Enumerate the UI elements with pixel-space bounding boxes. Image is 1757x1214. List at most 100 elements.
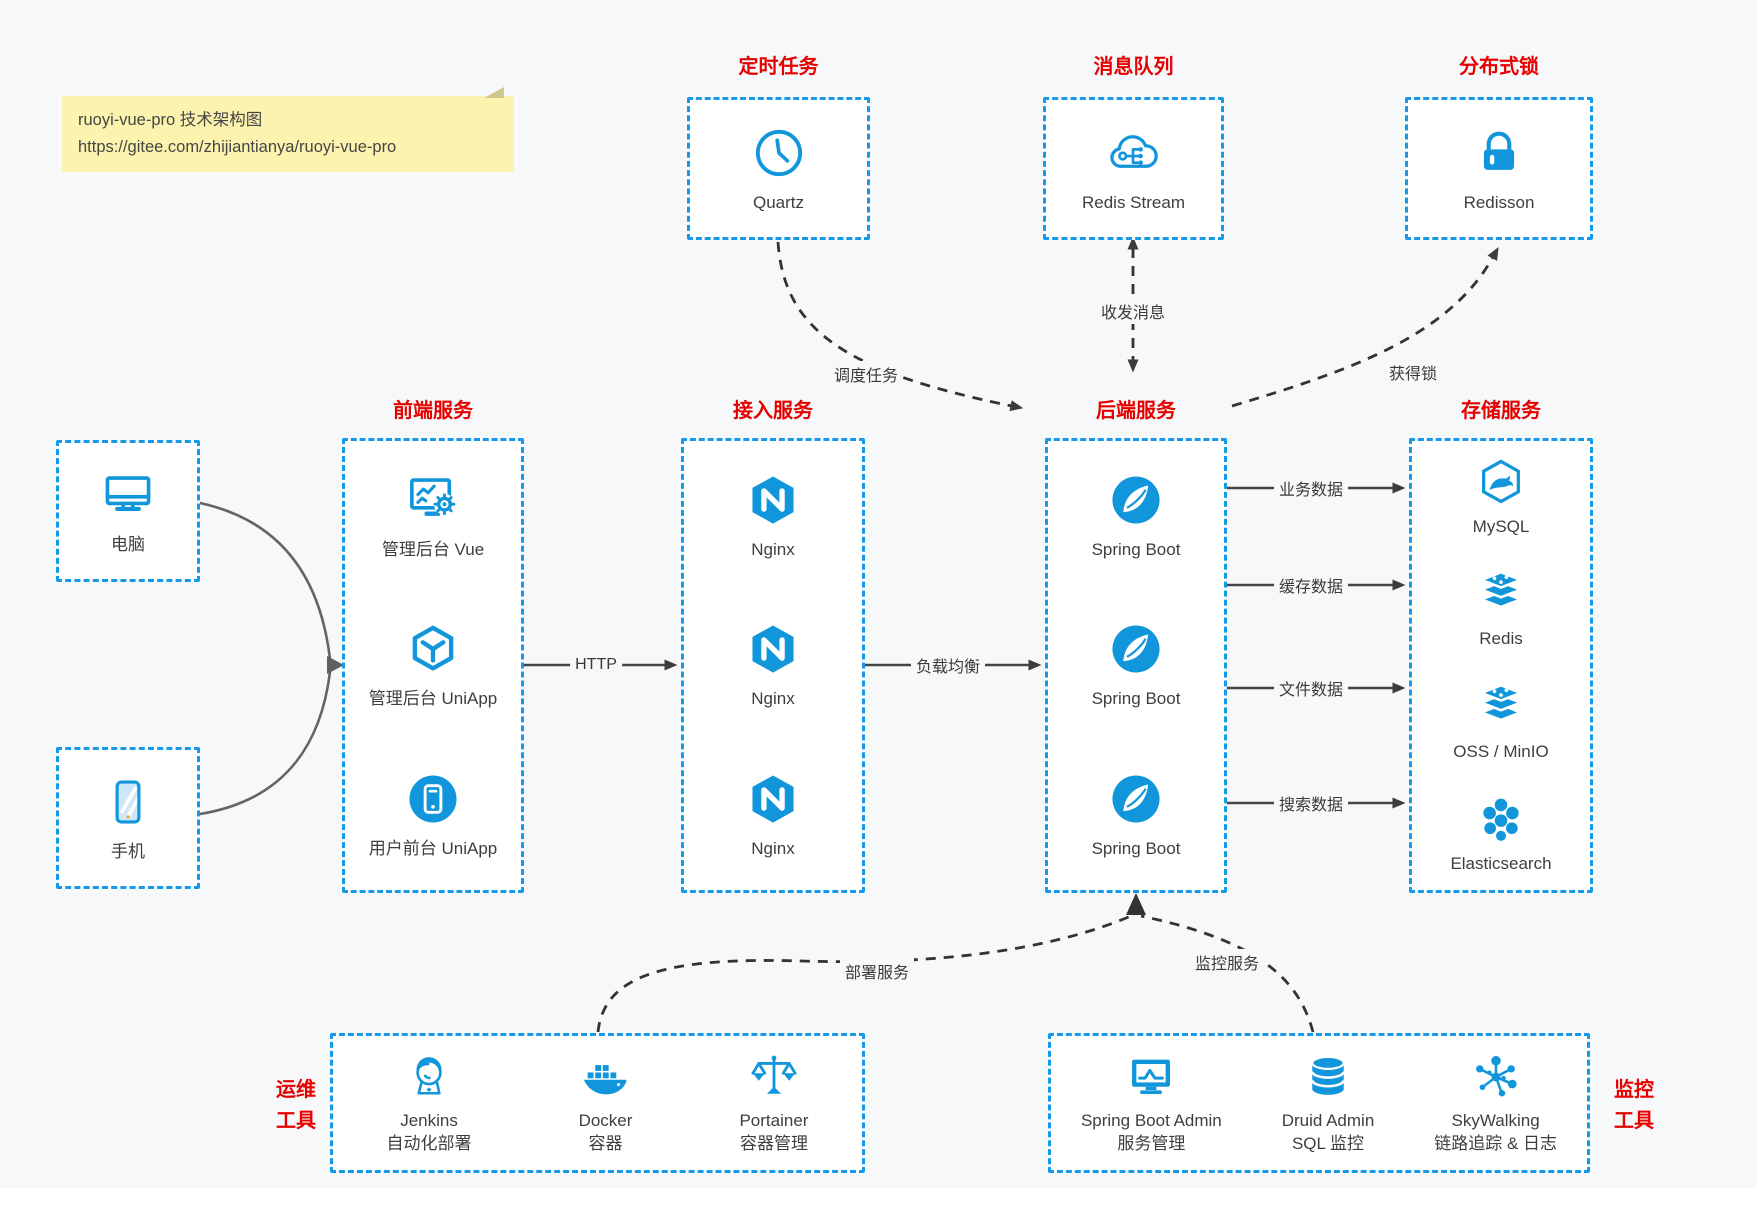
- edge-label-acquire-lock: 获得锁: [1383, 359, 1443, 385]
- node-label: Spring Boot Admin 服务管理: [1081, 1109, 1222, 1155]
- nginx-icon: [744, 620, 802, 678]
- node-label: MySQL: [1472, 517, 1530, 537]
- node-label-line1: Jenkins: [400, 1111, 458, 1130]
- jenkins-icon: [403, 1051, 455, 1103]
- node-label: Redis Stream: [1082, 192, 1185, 212]
- nginx-icon: [744, 471, 802, 529]
- node-user-uniapp: 用户前台 UniApp: [369, 770, 497, 860]
- node-label-line2: 容器管理: [739, 1134, 808, 1153]
- node-label: Nginx: [751, 689, 795, 709]
- user-app-icon: [404, 770, 462, 828]
- spring-boot-icon: [1107, 770, 1165, 828]
- portainer-icon: [748, 1051, 800, 1103]
- node-quartz: Quartz: [750, 124, 808, 214]
- node-label: Spring Boot: [1091, 689, 1181, 709]
- edge-label-search-data: 搜索数据: [1273, 790, 1349, 816]
- frontend-title: 前端服务: [393, 400, 473, 422]
- node-mysql: MySQL: [1472, 456, 1530, 538]
- node-spring-boot-2: Spring Boot: [1091, 620, 1181, 710]
- edge-label-business-data: 业务数据: [1273, 475, 1349, 501]
- client-merge-arrowhead: [327, 656, 344, 674]
- client-pc-box: 电脑: [56, 440, 200, 582]
- node-label: OSS / MinIO: [1453, 741, 1549, 761]
- frontend-box: 管理后台 Vue 管理后台 UniApp 用户前台 UniApp: [342, 438, 524, 893]
- backend-title: 后端服务: [1096, 400, 1176, 422]
- edge-label-monitor: 监控服务: [1189, 949, 1265, 975]
- ops-tools-title-line1: 运维: [276, 1079, 316, 1101]
- sticky-note: ruoyi-vue-pro 技术架构图 https://gitee.com/zh…: [62, 87, 514, 172]
- node-label-line2: 自动化部署: [386, 1134, 472, 1153]
- mysql-icon: [1475, 456, 1527, 508]
- access-title: 接入服务: [733, 400, 813, 422]
- monitor-tools-title-line1: 监控: [1614, 1079, 1654, 1101]
- node-label: 管理后台 UniApp: [368, 689, 498, 709]
- node-redis: Redis: [1475, 568, 1527, 650]
- node-label-line2: 服务管理: [1117, 1134, 1186, 1153]
- solid-arrows: [524, 482, 1406, 809]
- distributed-lock-box: Redisson: [1405, 97, 1593, 240]
- node-label: 用户前台 UniApp: [368, 839, 498, 859]
- node-druid-admin: Druid Admin SQL 监控: [1282, 1051, 1375, 1155]
- druid-icon: [1302, 1051, 1354, 1103]
- admin-vue-icon: [404, 471, 462, 529]
- node-spring-boot-admin: Spring Boot Admin 服务管理: [1081, 1051, 1222, 1155]
- node-portainer: Portainer 容器管理: [739, 1051, 808, 1155]
- node-label: Nginx: [751, 839, 795, 859]
- backend-box: Spring Boot Spring Boot Spring Boot: [1045, 438, 1227, 893]
- node-elasticsearch: Elasticsearch: [1450, 793, 1552, 875]
- oss-minio-icon: [1475, 681, 1527, 733]
- edge-label-http: HTTP: [570, 655, 622, 675]
- node-label: Elasticsearch: [1450, 853, 1552, 873]
- node-label: Jenkins 自动化部署: [387, 1109, 472, 1155]
- node-label: Portainer 容器管理: [739, 1109, 808, 1155]
- skywalking-icon: [1470, 1051, 1522, 1103]
- node-label: Spring Boot: [1091, 539, 1181, 559]
- uniapp-cube-icon: [404, 620, 462, 678]
- distributed-lock-title: 分布式锁: [1459, 56, 1539, 78]
- node-nginx-2: Nginx: [744, 620, 802, 710]
- node-label: SkyWalking 链路追踪 & 日志: [1434, 1109, 1557, 1155]
- node-oss-minio: OSS / MinIO: [1453, 681, 1549, 763]
- node-label-line1: Spring Boot Admin: [1080, 1111, 1222, 1130]
- note-title: ruoyi-vue-pro 技术架构图: [78, 111, 263, 129]
- elasticsearch-icon: [1475, 793, 1527, 845]
- node-jenkins: Jenkins 自动化部署: [387, 1051, 472, 1155]
- redis-icon: [1475, 568, 1527, 620]
- node-spring-boot-1: Spring Boot: [1091, 471, 1181, 561]
- node-label-line2: SQL 监控: [1291, 1134, 1365, 1153]
- node-label: Druid Admin SQL 监控: [1282, 1109, 1375, 1155]
- nginx-icon: [744, 770, 802, 828]
- storage-box: MySQL Redis: [1409, 438, 1593, 893]
- client-mobile-box: 手机: [56, 747, 200, 889]
- edge-label-scheduling: 调度任务: [828, 361, 904, 387]
- node-label-line2: 链路追踪 & 日志: [1434, 1134, 1558, 1153]
- node-label-line1: SkyWalking: [1451, 1111, 1540, 1130]
- message-queue-title: 消息队列: [1093, 56, 1174, 78]
- smartphone-icon: [99, 773, 157, 831]
- monitor-tools-title-line2: 工具: [1614, 1110, 1654, 1132]
- edge-label-file-data: 文件数据: [1273, 675, 1349, 701]
- node-label: Nginx: [751, 539, 795, 559]
- monitor-tools-box: Spring Boot Admin 服务管理 Druid Admin SQL 监…: [1048, 1033, 1590, 1173]
- node-label: Quartz: [752, 192, 805, 212]
- edge-label-cache-data: 缓存数据: [1273, 572, 1349, 598]
- docker-icon: [579, 1051, 631, 1103]
- node-pc: 电脑: [99, 466, 157, 556]
- node-admin-uniapp: 管理后台 UniApp: [369, 620, 497, 710]
- message-queue-box: Redis Stream: [1043, 97, 1224, 240]
- node-nginx-3: Nginx: [744, 770, 802, 860]
- node-admin-vue: 管理后台 Vue: [382, 471, 484, 561]
- deploy-monitor-arrowhead: [1126, 893, 1146, 915]
- node-label-line1: Docker: [578, 1111, 633, 1130]
- monitor-tools-title: 监控 工具: [1604, 1075, 1664, 1137]
- node-label: Redis: [1479, 629, 1523, 649]
- node-label-line1: Portainer: [739, 1111, 809, 1130]
- edge-label-messaging: 收发消息: [1095, 298, 1171, 324]
- scheduled-task-box: Quartz: [687, 97, 870, 240]
- ops-tools-box: Jenkins 自动化部署 Docker 容器: [330, 1033, 865, 1173]
- desktop-icon: [99, 466, 157, 524]
- node-redisson: Redisson: [1464, 124, 1534, 214]
- spring-boot-icon: [1107, 620, 1165, 678]
- edge-label-load-balance: 负载均衡: [910, 652, 986, 678]
- canvas-bottom-margin: [0, 1188, 1757, 1214]
